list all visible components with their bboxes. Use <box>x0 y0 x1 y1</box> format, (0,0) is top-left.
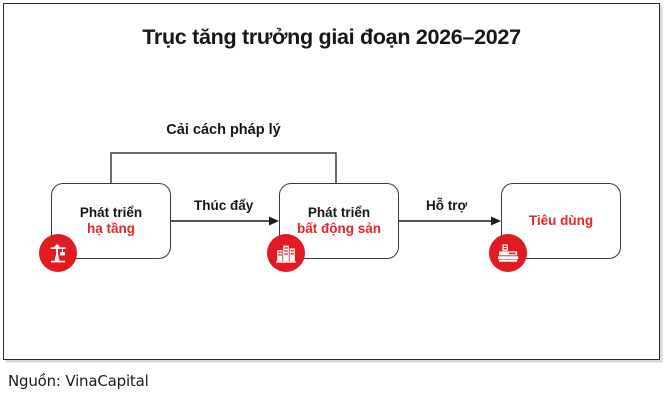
edge-label-thuc-day: Thúc đẩy <box>194 198 254 213</box>
node-consumption[interactable]: Tiêu dùng <box>489 183 621 272</box>
node-realestate-line1: Phát triển <box>307 204 371 220</box>
edge-label-legal-reform-text: Cải cách pháp lý <box>166 122 281 138</box>
figure-card: Trục tăng trưởng giai đoạn 2026–2027 Cải… <box>3 3 660 360</box>
bracket-connector-legal-reform <box>110 152 337 188</box>
node-infrastructure-line2: hạ tầng <box>86 221 135 236</box>
source-note: Nguồn: VinaCapital <box>8 372 149 390</box>
node-realestate-line2: bất động sản <box>297 221 381 236</box>
flow-diagram: Cải cách pháp lý Thúc đẩy Hỗ trợ Phát tr… <box>4 4 661 361</box>
cash-register-icon <box>489 234 527 272</box>
crane-icon <box>39 234 77 272</box>
node-infrastructure[interactable]: Phát triển hạ tầng <box>39 183 171 272</box>
buildings-icon <box>267 234 305 272</box>
node-infrastructure-line1: Phát triển <box>79 204 143 220</box>
node-realestate[interactable]: Phát triển bất động sản <box>267 183 399 272</box>
edge-label-legal-reform: Cải cách pháp lý <box>4 122 661 138</box>
arrow-realestate-to-consumption <box>399 216 501 226</box>
arrow-infrastructure-to-realestate <box>171 216 279 226</box>
node-consumption-line2: Tiêu dùng <box>528 212 594 228</box>
diagram-connectors <box>110 152 501 226</box>
page-title: Trục tăng trưởng giai đoạn 2026–2027 <box>142 25 521 49</box>
edge-label-ho-tro: Hỗ trợ <box>426 198 468 213</box>
